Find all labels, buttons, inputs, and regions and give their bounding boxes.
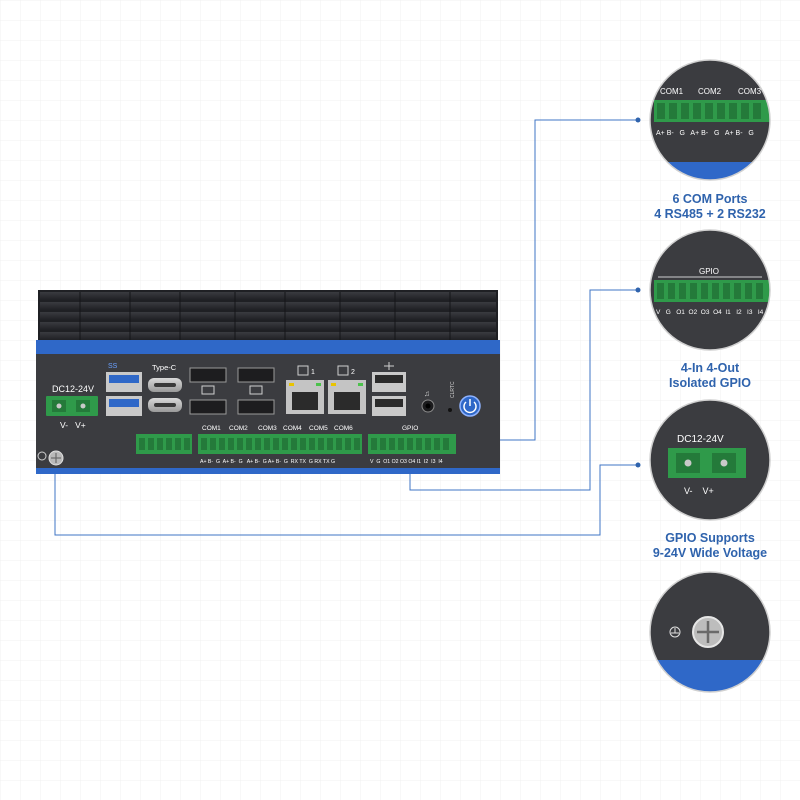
dc-caption: GPIO Supports 9-24V Wide Voltage [620, 531, 800, 561]
ground-icon [669, 626, 681, 638]
com5-label: COM5 [309, 425, 328, 432]
usb-icon [384, 362, 394, 370]
com3-callout-label: COM3 [738, 87, 762, 96]
com1-callout-label: COM1 [660, 87, 684, 96]
clrtc-button[interactable] [448, 408, 452, 412]
usb2-ports [372, 362, 406, 416]
dc-terminal [46, 396, 98, 416]
com4-label: COM4 [283, 425, 302, 432]
hdmi-port-4[interactable] [237, 399, 275, 415]
network-icon [337, 365, 349, 376]
com6-label: COM6 [334, 425, 353, 432]
com2-callout-label: COM2 [698, 87, 722, 96]
power-icon [463, 401, 477, 414]
gpio-callout-dot [635, 287, 641, 293]
ground-callout-circle [649, 571, 771, 693]
hdmi-ports [189, 367, 275, 415]
display-icon [201, 385, 215, 395]
dc-caption-line-1: GPIO Supports [665, 531, 755, 545]
blue-band [36, 340, 500, 354]
usb3-label: SS [108, 363, 118, 370]
gpio-callout-pins: V G O1 O2 O3 O4 I1 I2 I3 I4 [656, 309, 764, 316]
dc-callout-line [54, 464, 638, 536]
dc-callout-circle: DC12-24V V- V+ [649, 399, 771, 521]
mini-pc-device: DC12-24V V- V+ SS Type-C [36, 290, 500, 474]
gpio-callout-label: GPIO [699, 267, 719, 276]
gpio-caption-line-1: 4-In 4-Out [680, 361, 740, 375]
gpio-device-label: GPIO [402, 425, 418, 432]
dc-callout-dot [635, 462, 641, 468]
com-callout-pins: A+ B- G A+ B- G A+ B- G [656, 130, 754, 137]
dc-caption-line-2: 9-24V Wide Voltage [652, 546, 768, 560]
gpio-caption: 4-In 4-Out Isolated GPIO [620, 361, 800, 391]
com-caption: 6 COM Ports 4 RS485 + 2 RS232 [620, 192, 800, 222]
com-caption-line-1: 6 COM Ports [672, 192, 748, 206]
com-callout-dot [635, 117, 641, 123]
hdmi-port-2[interactable] [237, 367, 275, 383]
headset-icon: ♫ [424, 389, 430, 398]
clrtc-label: CLRTC [450, 381, 456, 398]
dc-callout-label: DC12-24V [677, 434, 724, 445]
bottom-band [36, 468, 500, 474]
gpio-pin-labels: V G O1 O2 O3 O4 I1 I2 I3 I4 [370, 459, 443, 465]
lan1-label: 1 [311, 369, 315, 376]
hdmi-port-1[interactable] [189, 367, 227, 383]
com-caption-line-2: 4 RS485 + 2 RS232 [654, 207, 766, 221]
gpio-caption-line-2: Isolated GPIO [669, 376, 751, 390]
com2-label: COM2 [229, 425, 248, 432]
network-icon [297, 365, 309, 376]
com-group-labels: COM1 COM2 COM3 COM4 COM5 COM6 [202, 425, 353, 432]
gpio-callout-circle: GPIO V G O1 O2 O3 O4 I1 I2 I3 I4 [649, 229, 771, 351]
display-icon [249, 385, 263, 395]
dc-pins: V- V+ [60, 420, 86, 430]
com1-label: COM1 [202, 425, 221, 432]
heatsink-fins [40, 292, 496, 340]
com3-label: COM3 [258, 425, 277, 432]
terminal-slots [139, 438, 449, 450]
typec-label: Type-C [152, 363, 177, 372]
com-pin-labels: A+ B- G A+ B- G A+ B- G A+ B- G RX TX G … [200, 459, 335, 465]
dc-callout-pins: V- V+ [684, 486, 714, 496]
com-callout-circle: COM1 COM2 COM3 A+ B- G A+ B- G A+ B- G [649, 59, 771, 181]
lan2-label: 2 [351, 369, 355, 376]
ground-icon [37, 451, 47, 461]
dc-label: DC12-24V [52, 384, 94, 394]
lan-ports: 1 2 [286, 365, 366, 414]
gpio-callout-line [409, 289, 638, 491]
hdmi-port-3[interactable] [189, 399, 227, 415]
